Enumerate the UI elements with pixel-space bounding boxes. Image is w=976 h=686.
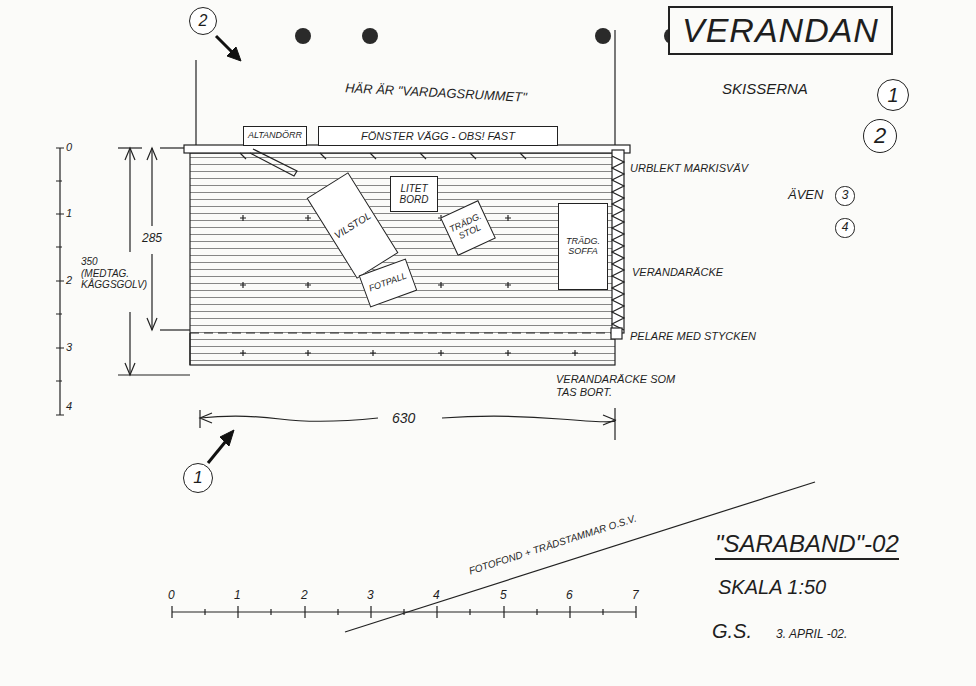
dimension-label: 630 xyxy=(390,410,417,426)
furniture-box: TRÄDG. STOL xyxy=(440,200,496,256)
scale-number: 5 xyxy=(500,589,507,603)
node-text: TRÄDG. STOL xyxy=(448,211,489,244)
scale-number: 0 xyxy=(66,141,72,154)
scale-note: SKALA 1:50 xyxy=(718,576,826,599)
room-note: HÄR ÄR "VARDAGSRUMMET" xyxy=(345,81,527,105)
node-text: 3 xyxy=(842,189,849,202)
view-arrow xyxy=(216,36,232,52)
callout-label: VERANDARÄCKE SOM TAS BORT. xyxy=(556,373,676,398)
furniture-box: TRÄDG. SOFFA xyxy=(558,203,608,290)
dimension-extension xyxy=(118,374,190,375)
sketch-number: 4 xyxy=(835,218,854,237)
punch-hole xyxy=(595,28,611,44)
node-text: TRÄDG. SOFFA xyxy=(561,237,605,257)
note: ÄVEN xyxy=(788,188,823,203)
scale-number: 4 xyxy=(433,589,440,603)
dimension-label: 285 xyxy=(140,232,164,246)
node-text: 4 xyxy=(842,221,849,234)
node-text: FÖNSTER VÄGG - OBS! FAST xyxy=(361,130,515,142)
view-arrows xyxy=(208,36,241,463)
floor-marks xyxy=(240,215,578,356)
dimension-line xyxy=(151,254,152,330)
scale-number: 1 xyxy=(234,589,241,603)
scale-number: 4 xyxy=(66,400,72,413)
node-text: LITET BORD xyxy=(393,183,435,205)
dimension-label: 350 (MEDTAG. KÅGGSGOLV) xyxy=(79,256,149,291)
dimension-line xyxy=(200,408,615,440)
rail-zigzag xyxy=(612,156,624,330)
date: 3. APRIL -02. xyxy=(776,628,847,642)
dimension-line xyxy=(151,148,152,226)
furniture-box: VILSTOL xyxy=(306,172,398,279)
title-box: VERANDAN xyxy=(668,6,893,55)
view-circle: 2 xyxy=(189,7,217,35)
note: SKISSERNA xyxy=(722,80,808,97)
plan-lines xyxy=(56,30,815,632)
node-text: 2 xyxy=(874,124,886,148)
arrow-head xyxy=(220,430,234,446)
callout-label: PELARE MED STYCKEN xyxy=(630,330,756,343)
arrow-head xyxy=(227,47,241,61)
furniture-box: LITET BORD xyxy=(390,176,438,212)
node-text: VILSTOL xyxy=(332,209,373,240)
production-name: "SARABAND"-02 xyxy=(715,530,899,560)
dimension-extension xyxy=(160,329,190,330)
punch-hole xyxy=(295,28,311,44)
scale-ticks xyxy=(172,606,636,618)
scale-ticks xyxy=(56,148,64,415)
scale-number: 3 xyxy=(367,589,374,603)
view-circle: 1 xyxy=(183,463,213,493)
wall-line xyxy=(614,30,615,145)
veranda-floor xyxy=(190,153,615,365)
backdrop-note: FOTOFOND + TRÄDSTAMMAR O.S.V. xyxy=(467,513,637,577)
scale-number: 6 xyxy=(566,589,573,603)
removable-rail xyxy=(190,332,612,333)
sketch-number: 1 xyxy=(877,79,909,111)
scale-number: 7 xyxy=(632,589,639,603)
veranda-rail xyxy=(612,150,624,333)
node-text: 1 xyxy=(193,469,202,488)
signature: G.S. xyxy=(712,620,752,643)
floor-edge xyxy=(189,333,190,365)
node-text: 2 xyxy=(199,12,208,30)
callout-label: VERANDARÄCKE xyxy=(632,266,723,279)
window-ticks xyxy=(240,153,526,159)
callout-label: URBLEKT MARKISVÄV xyxy=(630,162,748,175)
node-text: 1 xyxy=(887,84,898,106)
node-text: FOTPALL xyxy=(368,272,408,295)
punch-holes xyxy=(295,28,680,44)
scale-number: 1 xyxy=(66,207,72,220)
node-text: ALTANDÖRR xyxy=(248,131,302,141)
pillar xyxy=(611,328,622,339)
sketch-number: 3 xyxy=(835,186,854,205)
scale-number: 0 xyxy=(168,589,175,603)
view-arrow xyxy=(208,441,226,463)
wall-line xyxy=(195,60,196,145)
dimension-line xyxy=(129,148,130,252)
wall-box: FÖNSTER VÄGG - OBS! FAST xyxy=(318,126,558,146)
dimension-line xyxy=(129,312,130,375)
house-wall xyxy=(184,145,630,153)
scale-number: 3 xyxy=(66,341,72,354)
scale-number: 2 xyxy=(66,274,72,287)
scale-number: 2 xyxy=(301,589,308,603)
door-box: ALTANDÖRR xyxy=(243,126,307,146)
punch-hole xyxy=(362,28,378,44)
dimension-extension xyxy=(160,147,184,148)
sketch-number: 2 xyxy=(863,119,897,153)
door-swing xyxy=(250,149,297,176)
